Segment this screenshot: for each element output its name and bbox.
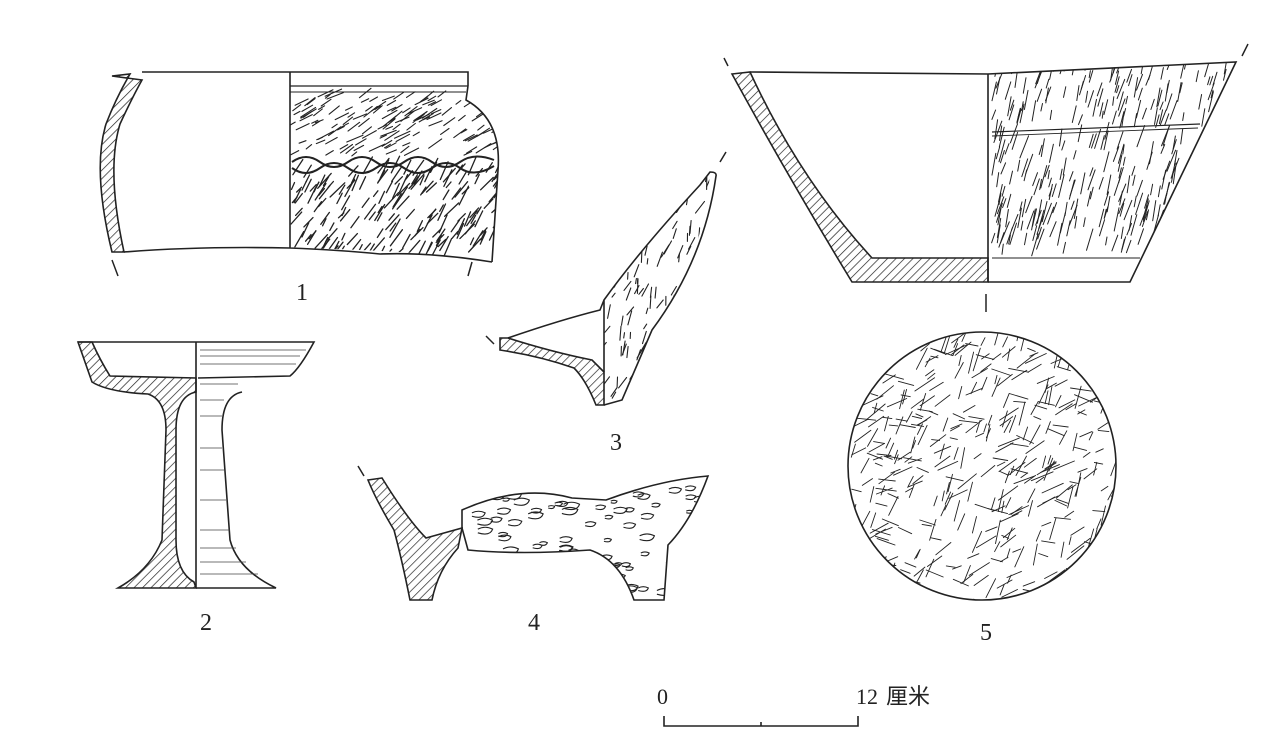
base4-outline <box>461 475 710 601</box>
scale-unit-label: 厘米 <box>886 685 930 710</box>
dish-wheel-marks <box>200 349 306 575</box>
scale-start-label: 0 <box>657 684 668 709</box>
sherd3-texture <box>604 172 710 405</box>
basin-cord-texture <box>991 62 1235 257</box>
figure-label-3: 3 <box>610 430 622 456</box>
sherd3-outline <box>507 171 717 406</box>
figure-label-1: 1 <box>296 280 308 306</box>
dish-section-profile <box>76 341 198 589</box>
figure-2-stemmed-dish: 2 <box>76 341 316 636</box>
figure-label-2: 2 <box>200 610 212 636</box>
jar-cord-texture <box>290 87 499 262</box>
basin-outline <box>749 61 1238 283</box>
figure-label-4: 4 <box>528 610 540 636</box>
scale-bar-line <box>663 716 859 727</box>
jar-outline <box>123 71 493 263</box>
jar-section-wall <box>99 73 144 253</box>
base4-texture <box>471 476 708 600</box>
figure-5-basin: 5 <box>723 43 1249 646</box>
figure-4-footed-base: 4 <box>357 465 710 636</box>
basin-base-view <box>847 331 1117 601</box>
scale-bar: 0 12 厘米 <box>657 684 930 727</box>
figure-3-sherd: 3 <box>485 151 727 456</box>
figure-label-5: 5 <box>980 620 992 646</box>
base4-section <box>366 477 464 601</box>
basin-section-wall <box>730 71 989 283</box>
base-view-cord-texture <box>850 332 1116 600</box>
jar-twisted-band <box>291 155 495 168</box>
sherd3-section <box>499 337 605 406</box>
scale-end-label: 12 <box>856 684 878 709</box>
jar-body-outline <box>465 85 500 263</box>
dish-outline <box>78 341 316 589</box>
figure-1-jar: 1 <box>99 71 500 306</box>
